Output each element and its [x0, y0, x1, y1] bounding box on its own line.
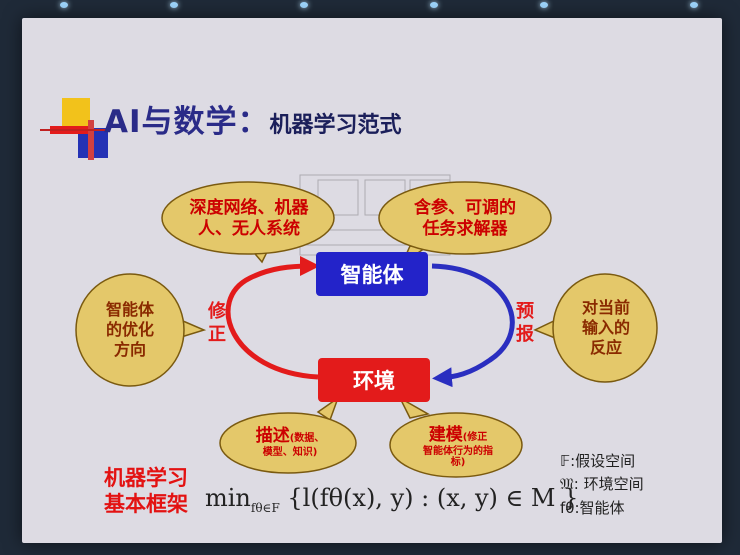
bubble-line: 的优化	[105, 320, 154, 339]
correct-label: 修正	[208, 301, 226, 346]
arrow-predict	[431, 263, 515, 388]
formula-body: {l(fθ(x), y) : (x, y) ∈ M }	[287, 484, 579, 512]
bubble-line: 对当前	[581, 298, 630, 317]
describe-label: 描述	[255, 426, 290, 446]
bubble-line: 方向	[113, 340, 146, 359]
title-main: AI与数学：	[104, 104, 270, 140]
bubble-deep-network-text: 深度网络、机器 人、无人系统	[176, 198, 322, 241]
slide-title: AI与数学：机器学习范式	[104, 96, 402, 141]
model-note: (修正	[462, 432, 488, 443]
stage-light	[170, 2, 178, 8]
formula-subscript: fθ∈F	[250, 500, 280, 515]
framework-line-2: 基本框架	[104, 492, 188, 517]
bubble-line: 人、无人系统	[198, 219, 300, 240]
stage-light	[300, 2, 308, 8]
model-note-3: 标)	[450, 457, 466, 469]
bubble-line: 含参、可调的	[414, 198, 516, 218]
bubble-deep-network	[161, 181, 335, 264]
formula-min: min	[205, 484, 251, 512]
bubble-respond	[533, 273, 658, 383]
legend-environment-space: 𝔐: 环境空间	[560, 475, 644, 494]
bubble-line: 深度网络、机器	[189, 198, 309, 218]
bubble-optimize	[75, 273, 207, 387]
environment-box: 环境	[318, 358, 430, 402]
agent-box: 智能体	[316, 252, 428, 296]
bubble-model-text: 建模(修正 智能体行为的指 标)	[398, 425, 518, 468]
title-sub: 机器学习范式	[269, 113, 402, 138]
model-note-2: 智能体行为的指	[423, 446, 493, 458]
legend-hypothesis-space: 𝔽:假设空间	[560, 452, 636, 470]
stage-lights	[0, 0, 740, 20]
stage-light	[540, 2, 548, 8]
bubble-describe-text: 描述(数据、 模型、知识)	[228, 426, 352, 460]
arrow-correct	[225, 256, 320, 380]
bubble-model	[389, 396, 523, 478]
bubble-line: 反应	[589, 338, 622, 357]
bubble-optimize-text: 智能体 的优化 方向	[90, 300, 170, 360]
model-label: 建模	[428, 425, 463, 445]
bubble-line: 输入的	[581, 318, 630, 337]
bubble-line: 智能体	[105, 300, 154, 319]
framework-line-1: 机器学习	[104, 466, 188, 490]
bubble-line: 任务求解器	[422, 219, 508, 240]
predict-label: 预报	[516, 301, 534, 346]
stage-light	[60, 2, 68, 8]
describe-note: (数据、	[289, 433, 325, 444]
framework-label: 机器学习 基本框架	[86, 465, 206, 518]
legend-agent: fθ:智能体	[560, 498, 625, 517]
bubble-respond-text: 对当前 输入的 反应	[566, 298, 646, 358]
describe-note-2: 模型、知识)	[262, 447, 318, 459]
bubble-solver-text: 含参、可调的 任务求解器	[395, 198, 535, 241]
legend: 𝔽:假设空间 𝔐: 环境空间 fθ:智能体	[560, 450, 644, 520]
stage-light	[690, 2, 698, 8]
formula: minfθ∈F {l(fθ(x), y) : (x, y) ∈ M }	[205, 484, 578, 515]
stage-light	[430, 2, 438, 8]
bubble-describe	[219, 396, 357, 474]
